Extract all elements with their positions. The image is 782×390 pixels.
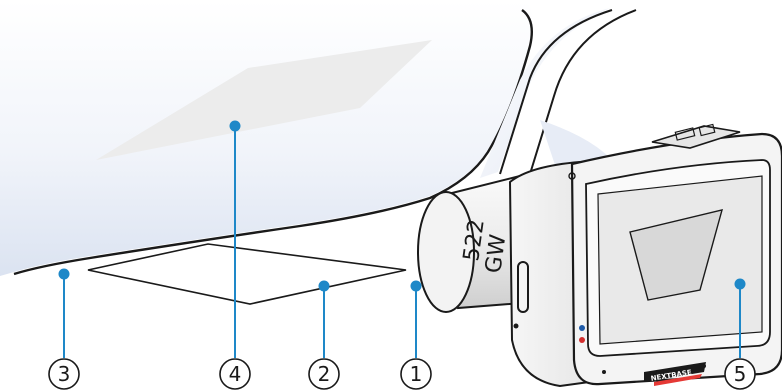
callout-badge-1: 1: [400, 358, 432, 390]
windscreen-edge: [13, 9, 533, 276]
led-red: [579, 337, 585, 343]
sd-card-slot: [517, 261, 529, 313]
model-label-top: 522: [459, 218, 490, 263]
pillar-outline-inner: [529, 9, 637, 175]
pillar-outline-outer: [499, 9, 613, 175]
model-label-bottom: GW: [481, 233, 511, 275]
callout-lines: [63, 126, 741, 358]
windscreen-sticker: [87, 243, 407, 305]
screen-display-shape: [629, 209, 723, 301]
callout-badge-5: 5: [724, 358, 756, 390]
callout-dot-4: [229, 120, 241, 132]
callout-badges: 3 4 2 1 5: [48, 358, 756, 390]
callout-dot-1: [410, 280, 422, 292]
callout-dot-3: [58, 268, 70, 280]
top-button-1[interactable]: [674, 127, 696, 141]
led-blue: [579, 325, 585, 331]
glass-cleaning-area: [96, 40, 432, 160]
top-button-bar[interactable]: [651, 125, 741, 149]
top-small-dot: [568, 172, 576, 180]
callout-number-5: 5: [734, 362, 747, 386]
callout-badge-4: 4: [219, 358, 251, 390]
camera-mount-face: [417, 191, 475, 313]
pillar-fill: [480, 8, 610, 178]
side-hole: [513, 323, 519, 329]
callout-dot-2: [318, 280, 330, 292]
callout-dot-5: [734, 278, 746, 290]
callout-dots: [58, 120, 746, 292]
callout-badge-2: 2: [308, 358, 340, 390]
callout-number-1: 1: [410, 362, 423, 386]
callout-number-3: 3: [58, 362, 71, 386]
dash-camera: 522 GW NEXTBASE: [417, 123, 782, 388]
front-hole: [602, 370, 606, 374]
callout-number-4: 4: [229, 362, 242, 386]
brand-strip: NEXTBASE: [644, 362, 706, 386]
top-button-2[interactable]: [698, 123, 716, 137]
callout-badge-3: 3: [48, 358, 80, 390]
callout-number-2: 2: [318, 362, 331, 386]
